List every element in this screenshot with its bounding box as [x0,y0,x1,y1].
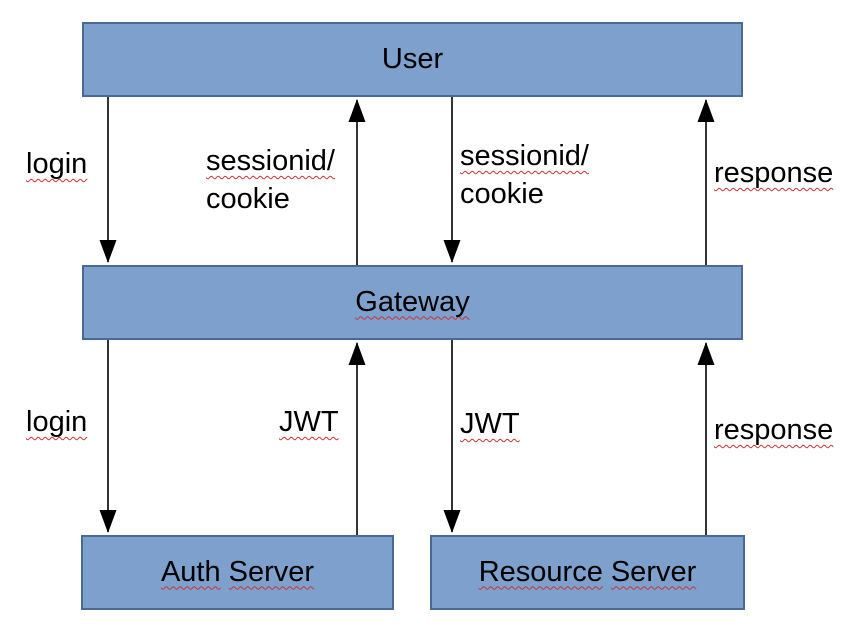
node-resource-server-word2: Server [610,555,697,588]
node-auth-server-label: Auth Server [160,555,315,589]
node-resource-server-label: Resource Server [478,555,697,589]
node-auth-server: Auth Server [81,535,394,610]
label-sessionid-cookie-right: sessionid/ cookie [460,140,589,210]
node-user: User [82,22,743,97]
node-gateway-label: Gateway [355,285,470,318]
label-login-gateway-auth: login [26,406,88,438]
node-resource-server: Resource Server [430,535,745,610]
node-auth-server-word2: Server [228,555,315,588]
label-sessionid-cookie-left: sessionid/ cookie [206,145,335,215]
label-jwt-left: JWT [279,406,339,438]
node-auth-server-word1: Auth [160,555,221,588]
label-response-bottom: response [714,414,834,446]
label-jwt-right: JWT [460,408,520,440]
node-gateway: Gateway [82,265,743,340]
node-user-label: User [381,42,444,75]
label-login-user-gateway: login [26,148,88,180]
node-resource-server-word1: Resource [478,555,603,588]
label-response-top: response [714,157,834,189]
